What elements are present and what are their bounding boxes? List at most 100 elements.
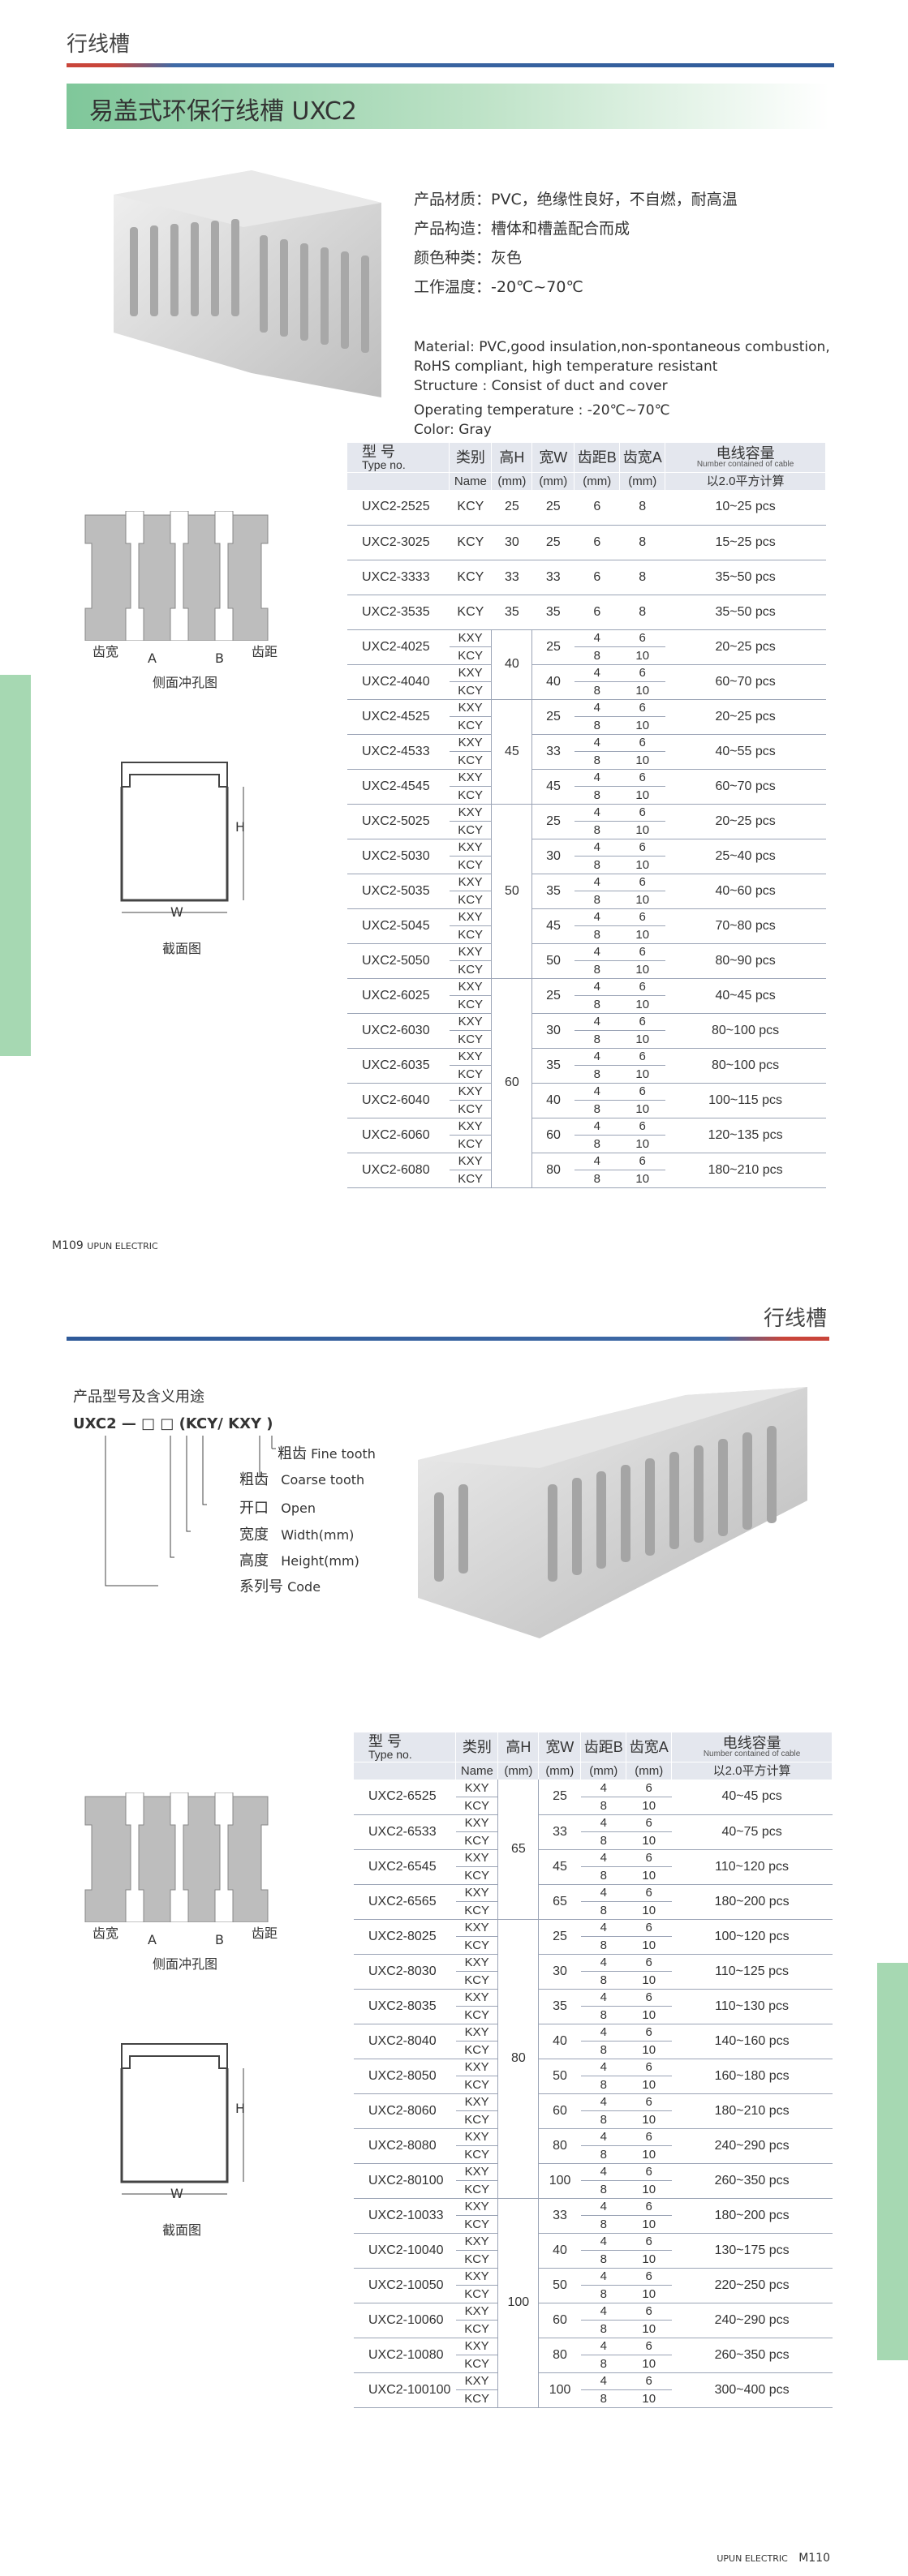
width-cell: 25 — [531, 490, 574, 526]
model-cell: UXC2-6545 — [354, 1849, 456, 1885]
legend-code-cn: 系列号 — [239, 1578, 283, 1595]
height-cell: 40 — [491, 629, 533, 700]
footer-left: M109 UPUN ELECTRIC — [52, 1239, 158, 1252]
model-cell: UXC2-6035 — [347, 1048, 450, 1084]
width-cell: 100 — [538, 2372, 581, 2408]
capacity-cell: 160~180 pcs — [671, 2059, 833, 2094]
height-cell: 45 — [491, 699, 533, 805]
width-cell: 45 — [538, 1849, 581, 1885]
model-cell: UXC2-10050 — [354, 2268, 456, 2303]
model-cell: UXC2-8080 — [354, 2128, 456, 2164]
capacity-cell: 180~200 pcs — [671, 1884, 833, 1920]
model-cell: UXC2-10033 — [354, 2198, 456, 2234]
legend-height-cn: 高度 — [239, 1552, 269, 1569]
tooth-cell: 8 — [619, 525, 665, 560]
capacity-cell: 10~25 pcs — [665, 490, 826, 526]
spec-color: 颜色种类：灰色 — [414, 249, 523, 267]
width-cell: 30 — [531, 1013, 574, 1049]
width-cell: 33 — [531, 560, 574, 595]
capacity-cell: 130~175 pcs — [671, 2233, 833, 2269]
model-cell: UXC2-10080 — [354, 2338, 456, 2373]
label-h-2: H — [235, 2101, 246, 2116]
width-cell: 33 — [538, 2198, 581, 2234]
model-cell: UXC2-6533 — [354, 1814, 456, 1850]
tooth-width-label-2: 齿宽 — [93, 1926, 119, 1941]
label-a-2: A — [148, 1932, 157, 1947]
punch-diagram-caption-2: 侧面冲孔图 — [153, 1956, 218, 1972]
capacity-cell: 20~25 pcs — [665, 804, 826, 839]
height-cell: 25 — [491, 490, 532, 526]
model-cell: UXC2-6040 — [347, 1083, 450, 1118]
model-cell: UXC2-4040 — [347, 664, 450, 700]
capacity-cell: 80~100 pcs — [665, 1013, 826, 1049]
width-cell: 60 — [538, 2093, 581, 2129]
table-subheader-row: Name(mm)(mm)(mm)(mm)以2.0平方计算 — [347, 472, 826, 490]
side-tab-2 — [877, 1963, 908, 2360]
model-cell: UXC2-6060 — [347, 1118, 450, 1153]
capacity-cell: 110~125 pcs — [671, 1954, 833, 1990]
cross-section-diagram-2: H W 截面图 — [105, 2036, 268, 2239]
label-b-2: B — [215, 1932, 224, 1947]
width-cell: 80 — [538, 2128, 581, 2164]
model-cell: UXC2-6080 — [347, 1153, 450, 1188]
width-cell: 45 — [531, 769, 574, 805]
width-cell: 25 — [538, 1919, 581, 1955]
capacity-cell: 220~250 pcs — [671, 2268, 833, 2303]
width-cell: 25 — [531, 804, 574, 839]
width-cell: 65 — [538, 1884, 581, 1920]
